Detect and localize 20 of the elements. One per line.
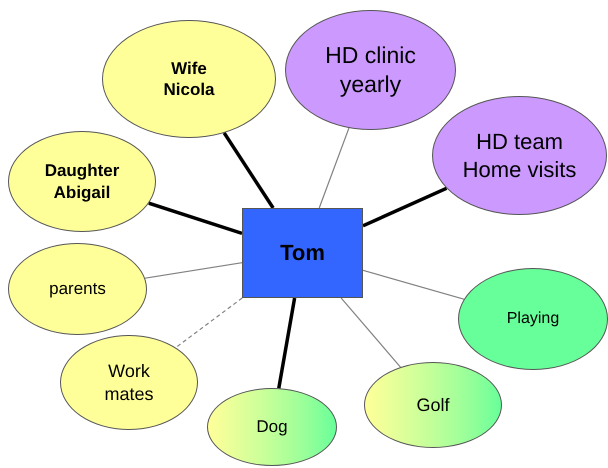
connector-line <box>175 298 243 348</box>
center-box <box>242 208 363 298</box>
node-label: HD team Home visits <box>462 128 578 183</box>
connector-line <box>222 132 275 209</box>
node-label: Dog <box>256 416 288 438</box>
node-label: parents <box>49 278 106 300</box>
node-label: Playing <box>506 309 560 329</box>
connector-line <box>148 202 243 236</box>
connector-line <box>144 262 242 279</box>
node-label: HD clinic yearly <box>324 41 417 99</box>
node-label: Work mates <box>103 360 155 405</box>
connector-line <box>340 298 401 368</box>
node-label: Tom <box>280 239 325 267</box>
node-label: Daughter Abigail <box>44 160 120 203</box>
connector-line <box>362 270 464 300</box>
node-label: Golf <box>416 394 450 416</box>
connector-line <box>318 128 350 208</box>
connector-line <box>362 186 448 228</box>
connector-line <box>277 298 296 389</box>
node-label: Wife Nicola <box>162 58 216 100</box>
